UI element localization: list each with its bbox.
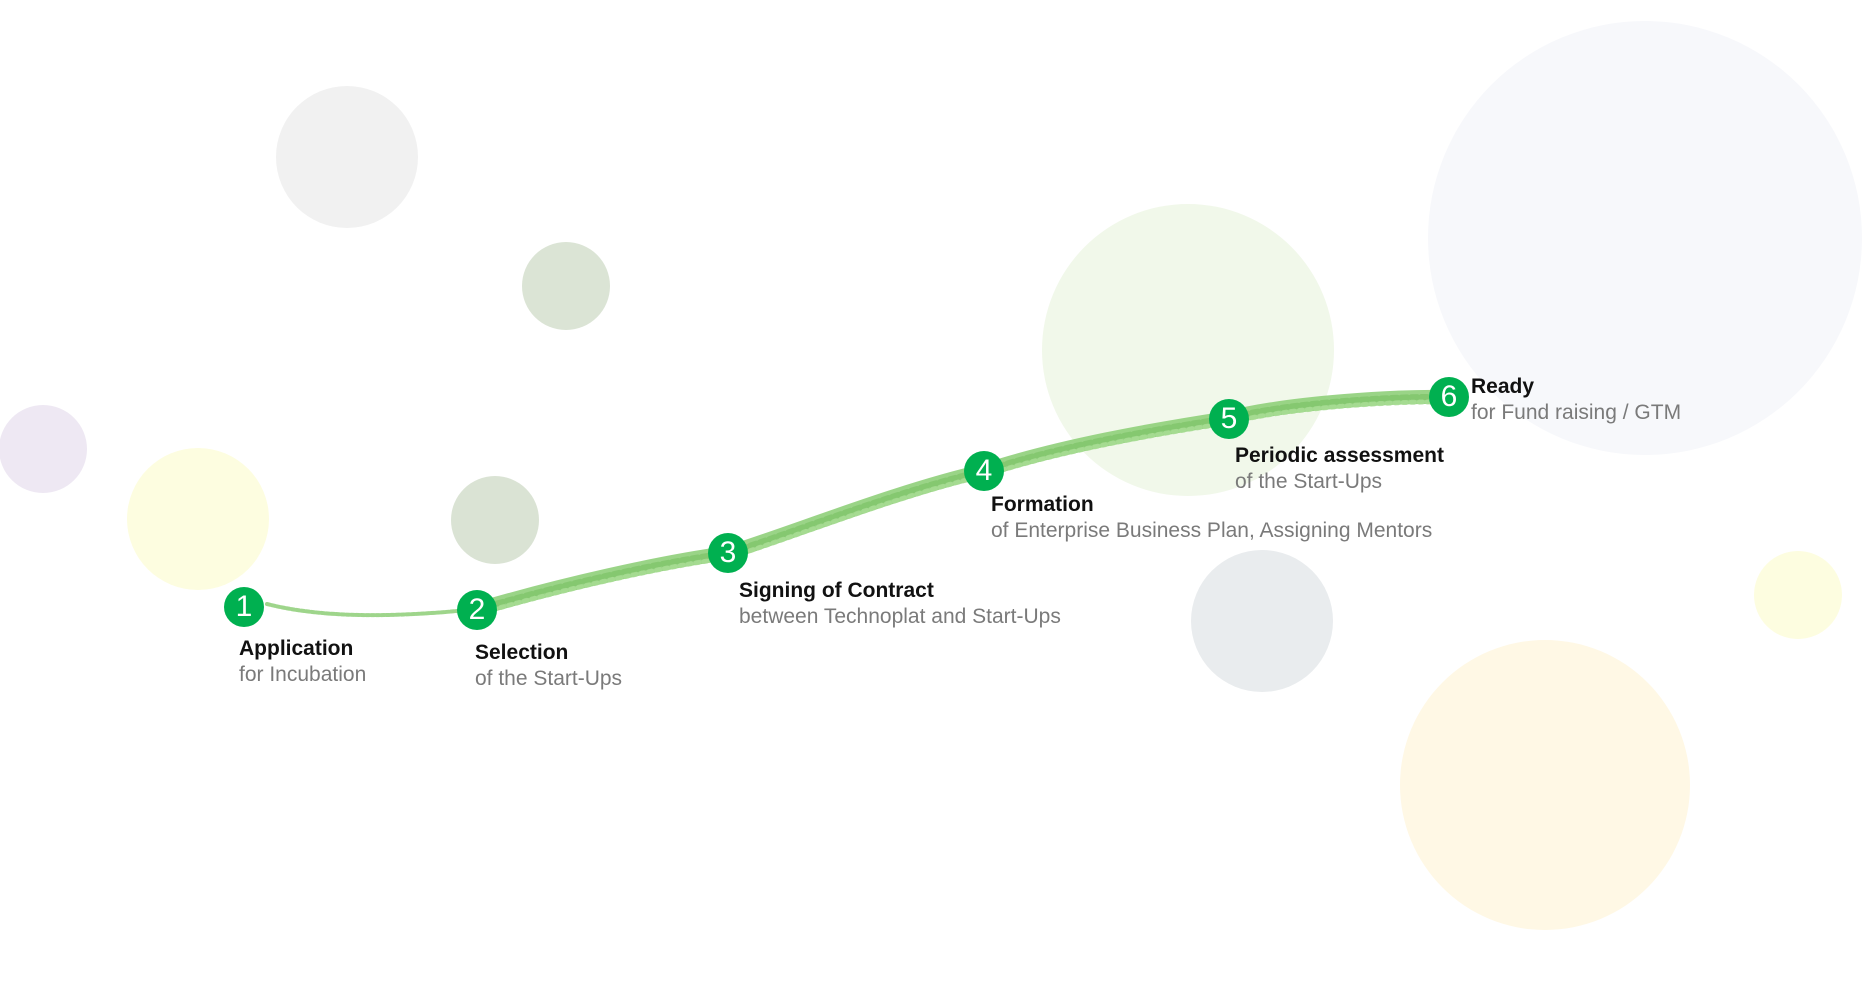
step-4-subtitle: of Enterprise Business Plan, Assigning M…: [991, 519, 1433, 542]
decor-circle: [451, 476, 539, 564]
step-3-subtitle: between Technoplat and Start-Ups: [739, 605, 1061, 628]
step-4-label: Formation of Enterprise Business Plan, A…: [991, 492, 1432, 544]
step-2-label: Selection of the Start-Ups: [475, 640, 622, 692]
step-1-subtitle: for Incubation: [239, 663, 367, 686]
step-6-subtitle: for Fund raising / GTM: [1471, 401, 1682, 424]
step-6-label: Ready for Fund raising / GTM: [1471, 374, 1681, 426]
step-4-title: Formation: [991, 493, 1094, 516]
decor-circle: [0, 405, 87, 493]
step-1-marker: 1: [224, 587, 264, 627]
step-1-title: Application: [239, 637, 354, 660]
step-3-label: Signing of Contract between Technoplat a…: [739, 578, 1061, 630]
step-5-subtitle: of the Start-Ups: [1235, 470, 1383, 493]
decor-circle: [1754, 551, 1842, 639]
step-6-title: Ready: [1471, 375, 1535, 398]
step-2-marker: 2: [457, 590, 497, 630]
decor-circle: [1400, 640, 1690, 930]
step-2-title: Selection: [475, 641, 569, 664]
decor-circle: [1428, 21, 1862, 455]
step-2-subtitle: of the Start-Ups: [475, 667, 623, 690]
decor-circle: [522, 242, 610, 330]
step-1-label: Application for Incubation: [239, 636, 366, 688]
step-5-title: Periodic assessment: [1235, 444, 1444, 467]
process-path-thin: [265, 602, 480, 618]
step-3-marker: 3: [708, 533, 748, 573]
decor-circle: [127, 448, 269, 590]
decor-circle: [1042, 204, 1334, 496]
step-5-marker: 5: [1209, 399, 1249, 439]
decor-circle: [276, 86, 418, 228]
step-6-marker: 6: [1429, 377, 1469, 417]
decor-circle: [1191, 550, 1333, 692]
step-4-marker: 4: [964, 451, 1004, 491]
step-5-label: Periodic assessment of the Start-Ups: [1235, 443, 1444, 495]
step-3-title: Signing of Contract: [739, 579, 934, 602]
